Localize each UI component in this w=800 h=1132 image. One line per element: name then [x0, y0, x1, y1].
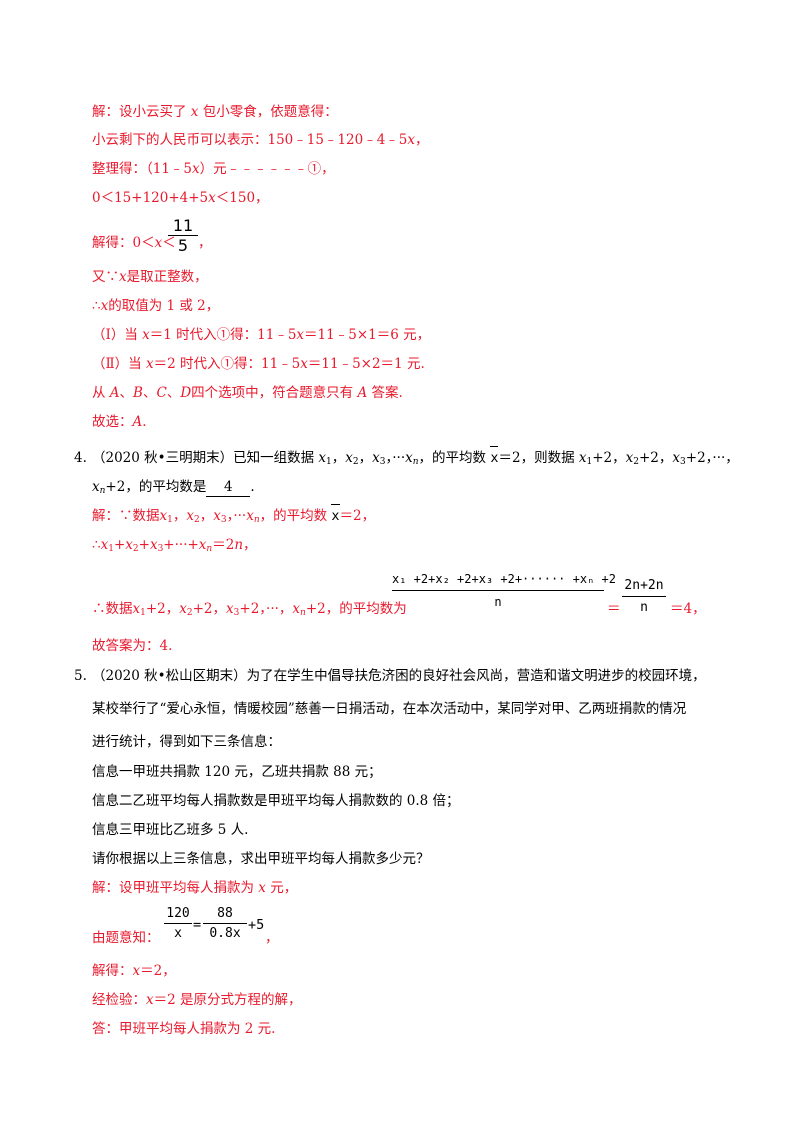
q5-info3: 信息三甲班比乙班多 5 人. [92, 822, 249, 838]
fraction-bar [164, 923, 192, 924]
q4-sol-line3: ∴数据x1+2，x2+2，x3+2，···，xn+2，的平均数为 [92, 601, 407, 618]
fraction-numerator: 88 [217, 906, 233, 921]
q4-eq2: ＝4， [670, 601, 706, 617]
sol3-line5-end: ， [198, 235, 212, 251]
q5-para3: 进行统计，得到如下三条信息： [92, 734, 281, 750]
q5-sol-line4: 经检验：x＝2 是原分式方程的解， [92, 992, 302, 1008]
sol3-line10: 从 A、B、C、D四个选项中，符合题意只有 A 答案. [92, 385, 403, 401]
fraction-bar [168, 235, 198, 236]
q5-info2: 信息二乙班平均每人捐款数是甲班平均每人捐款数的 0.8 倍； [92, 793, 460, 809]
sol3-line3: 整理得：（11﹣5x）元﹣﹣﹣﹣﹣﹣①， [92, 161, 335, 177]
equals-sign: = [193, 917, 202, 933]
q5-sol-line2-end: ， [265, 930, 279, 946]
q5-sol-line5: 答：甲班平均每人捐款为 2 元. [92, 1021, 276, 1037]
simplified-fraction-numerator: 2n+2n [624, 578, 664, 593]
q5-sol-line1: 解：设甲班平均每人捐款为 x 元， [92, 880, 298, 896]
q5-info1: 信息一甲班共捐款 120 元，乙班共捐款 88 元； [92, 764, 382, 780]
sol3-line11: 故选：A. [92, 414, 147, 430]
fraction-11-over-5: 11 5 [168, 216, 198, 255]
sol3-line2: 小云剩下的人民币可以表示：150﹣15﹣120﹣4﹣5x， [92, 132, 429, 148]
mean-fraction-denominator: n [494, 595, 502, 609]
fraction-denominator: 0.8x [209, 926, 241, 941]
q5-sol-line2: 由题意知： [92, 930, 160, 946]
fraction-88-over-0.8x: 88 0.8x [203, 906, 247, 941]
fraction-bar [203, 923, 247, 924]
fraction-bar [392, 590, 604, 591]
sol3-line6: 又∵x是取正整数， [92, 269, 208, 285]
sol3-line9: （Ⅱ）当 x＝2 时代入①得：11﹣5x＝11﹣5×2＝1 元. [92, 356, 425, 372]
q4-line1: （2020 秋•三明期末）已知一组数据 x1，x2，x3，···xn，的平均数 … [92, 446, 739, 467]
sol3-line1: 解：设小云买了 x 包小零食，依题意得： [92, 104, 338, 120]
q4-sol-line1: 解：∵数据x1，x2，x3，···xn，的平均数 x＝2， [92, 504, 376, 525]
q4-sol-line2: ∴x1+x2+x3+···+xn＝2n， [92, 537, 257, 554]
sol3-line4: 0＜15+120+4+5x＜150， [92, 190, 269, 206]
x-bar-symbol-2: x [331, 504, 340, 524]
fraction-120-over-x: 120 x [164, 906, 192, 941]
plus-five: +5 [248, 917, 265, 933]
answer-blank: 4 [206, 478, 251, 497]
fraction-numerator: 120 [166, 906, 190, 921]
fraction-numerator: 11 [172, 216, 194, 235]
q5-question: 请你根据以上三条信息，求出甲班平均每人捐款多少元？ [92, 851, 430, 867]
sol3-line5: 解得：0＜x＜ [92, 235, 176, 251]
simplified-fraction-denominator: n [640, 600, 648, 615]
q5-para2: 某校举行了“爱心永恒，情暖校园”慈善一日捐活动，在本次活动中，某同学对甲、乙两班… [92, 701, 687, 717]
q5-number: 5. [74, 668, 87, 684]
q4-number: 4. [74, 450, 87, 466]
sol3-line8: （Ⅰ）当 x＝1 时代入①得：11﹣5x＝11﹣5×1＝6 元， [92, 327, 431, 343]
mean-fraction-numerator: x₁ +2+x₂ +2+x₃ +2+······ +xₙ +2 [392, 572, 616, 586]
mean-fraction: x₁ +2+x₂ +2+x₃ +2+······ +xₙ +2 n [392, 572, 616, 609]
simplified-fraction: 2n+2n n [622, 578, 666, 615]
fraction-denominator: 5 [177, 236, 189, 255]
x-bar-symbol: x [490, 446, 499, 466]
q5-sol-line3: 解得：x＝2， [92, 963, 176, 979]
sol3-line7: ∴x的取值为 1 或 2， [92, 298, 220, 314]
fraction-bar [622, 596, 666, 597]
q4-sol-line4: 故答案为：4. [92, 638, 173, 654]
q5-para1: （2020 秋•松山区期末）为了在学生中倡导扶危济困的良好社会风尚，营造和谐文明… [92, 668, 706, 684]
fraction-denominator: x [174, 926, 182, 941]
q4-eq1: ＝ [607, 601, 621, 617]
